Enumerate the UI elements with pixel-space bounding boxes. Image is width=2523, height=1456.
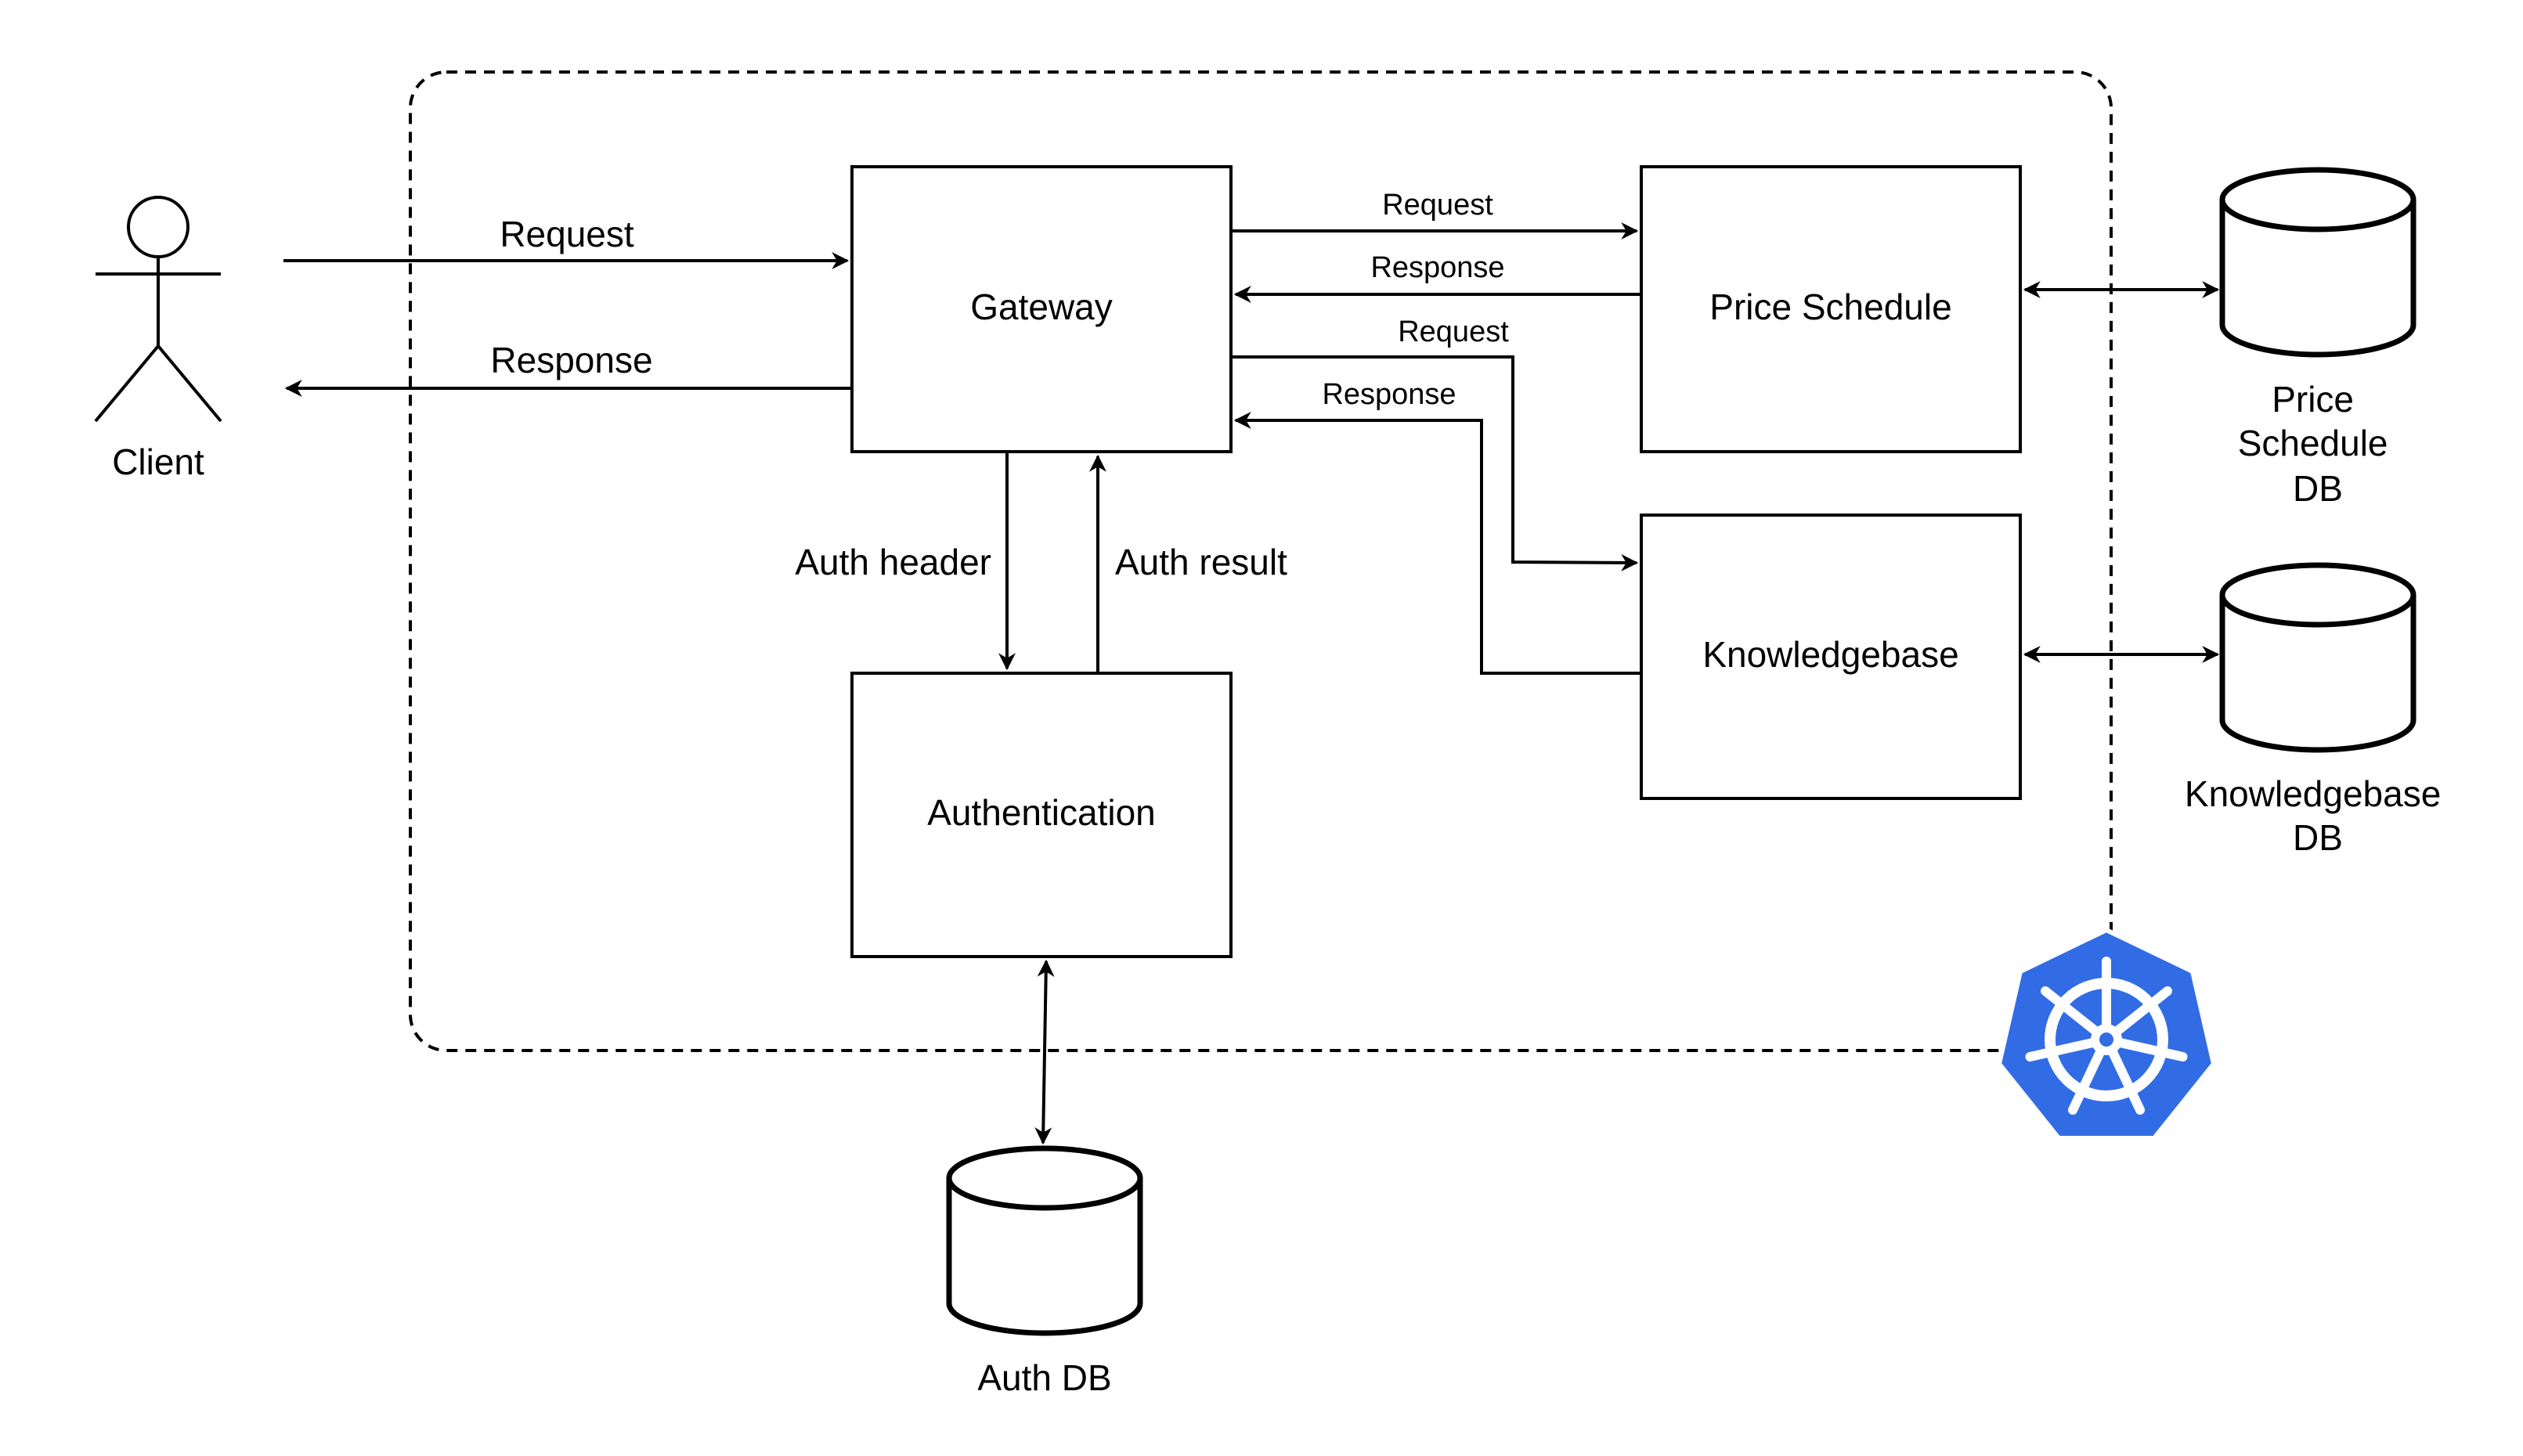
client-request-label: Request [500,214,634,254]
price-response-edge: Response [1233,251,1641,303]
auth-header-edge: Auth header [795,452,1016,671]
kubernetes-helm-wheel-icon [1997,928,2216,1141]
knowledgebase-label: Knowledgebase [1702,634,1958,675]
price-schedule-label: Price Schedule [1709,287,1951,327]
kb-response-edge: Response [1233,378,1641,675]
price-request-label: Request [1382,189,1493,222]
price-request-edge: Request [1231,189,1639,240]
price-schedule-db-cylinder [2219,167,2417,358]
price-response-label: Response [1370,251,1504,284]
gateway-box: Gateway [850,165,1233,453]
auth-result-label: Auth result [1115,542,1287,582]
client-label: Client [112,441,204,482]
auth-db-label: Auth DB [977,1357,1111,1398]
knowledgebase-box: Knowledgebase [1640,514,2022,800]
auth-db-cylinder [946,1145,1143,1336]
auth-db-link [1034,959,1055,1145]
client-response-edge: Response [284,340,852,397]
client-response-label: Response [490,340,652,380]
authentication-label: Authentication [927,792,1156,833]
price-schedule-db-label: Price Schedule DB [2238,379,2398,509]
kb-request-label: Request [1398,315,1509,348]
price-schedule-box: Price Schedule [1640,165,2022,453]
kb-request-edge: Request [1231,315,1639,571]
cluster-boundary [409,70,2113,1052]
knowledgebase-db-cylinder [2219,562,2417,753]
knowledgebase-db-label: Knowledgebase DB [2185,773,2451,858]
auth-result-edge: Auth result [1089,454,1287,673]
auth-header-label: Auth header [795,542,991,582]
gateway-label: Gateway [970,287,1113,327]
client-actor [94,196,222,423]
authentication-box: Authentication [850,672,1233,958]
client-request-edge: Request [283,214,850,269]
kb-response-label: Response [1322,378,1456,411]
